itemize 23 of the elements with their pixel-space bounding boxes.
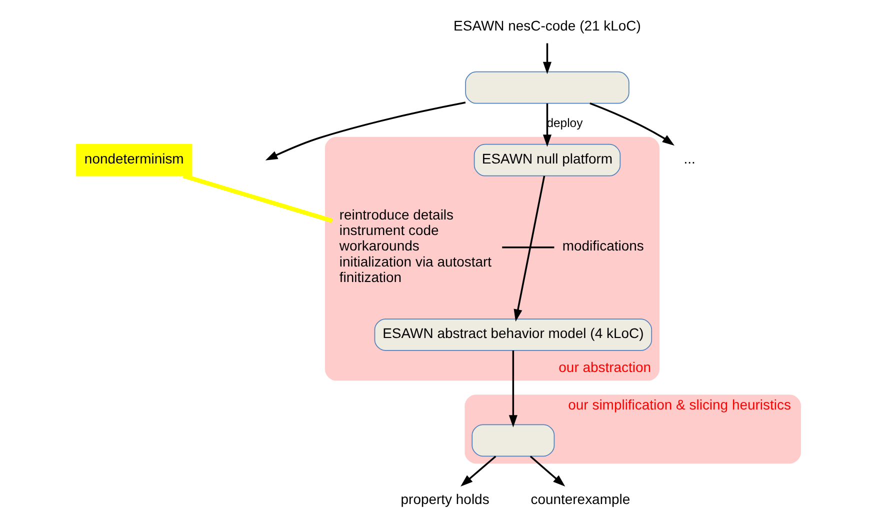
cluster: our simplification & slicing heuristics [464,394,801,464]
node-box [465,71,630,104]
node-text: counterexample [530,491,630,508]
arrow [265,102,466,160]
node-text: ESAWN nesC-code (21 kLoC) [454,18,641,34]
node-box [472,424,555,457]
node-text: ... [684,150,696,166]
node-box: ESAWN null platform [474,144,621,176]
arrow [508,350,518,428]
node-text: modifications [562,238,644,254]
connector [182,174,333,223]
node-text: reintroduce details instrument code workarounds initialization via autostart finitization [339,206,492,286]
arrow [542,43,552,74]
arrow [590,102,674,146]
connector [502,246,554,248]
arrow [514,176,546,322]
arrow [542,103,552,147]
node-box: ESAWN abstract behavior model (4 kLoC) [374,318,652,351]
node-text: property holds [400,491,490,508]
arrow [530,456,566,487]
edge-label: deploy [546,116,583,130]
arrow [460,456,496,487]
node-box: nondeterminism [76,144,192,176]
